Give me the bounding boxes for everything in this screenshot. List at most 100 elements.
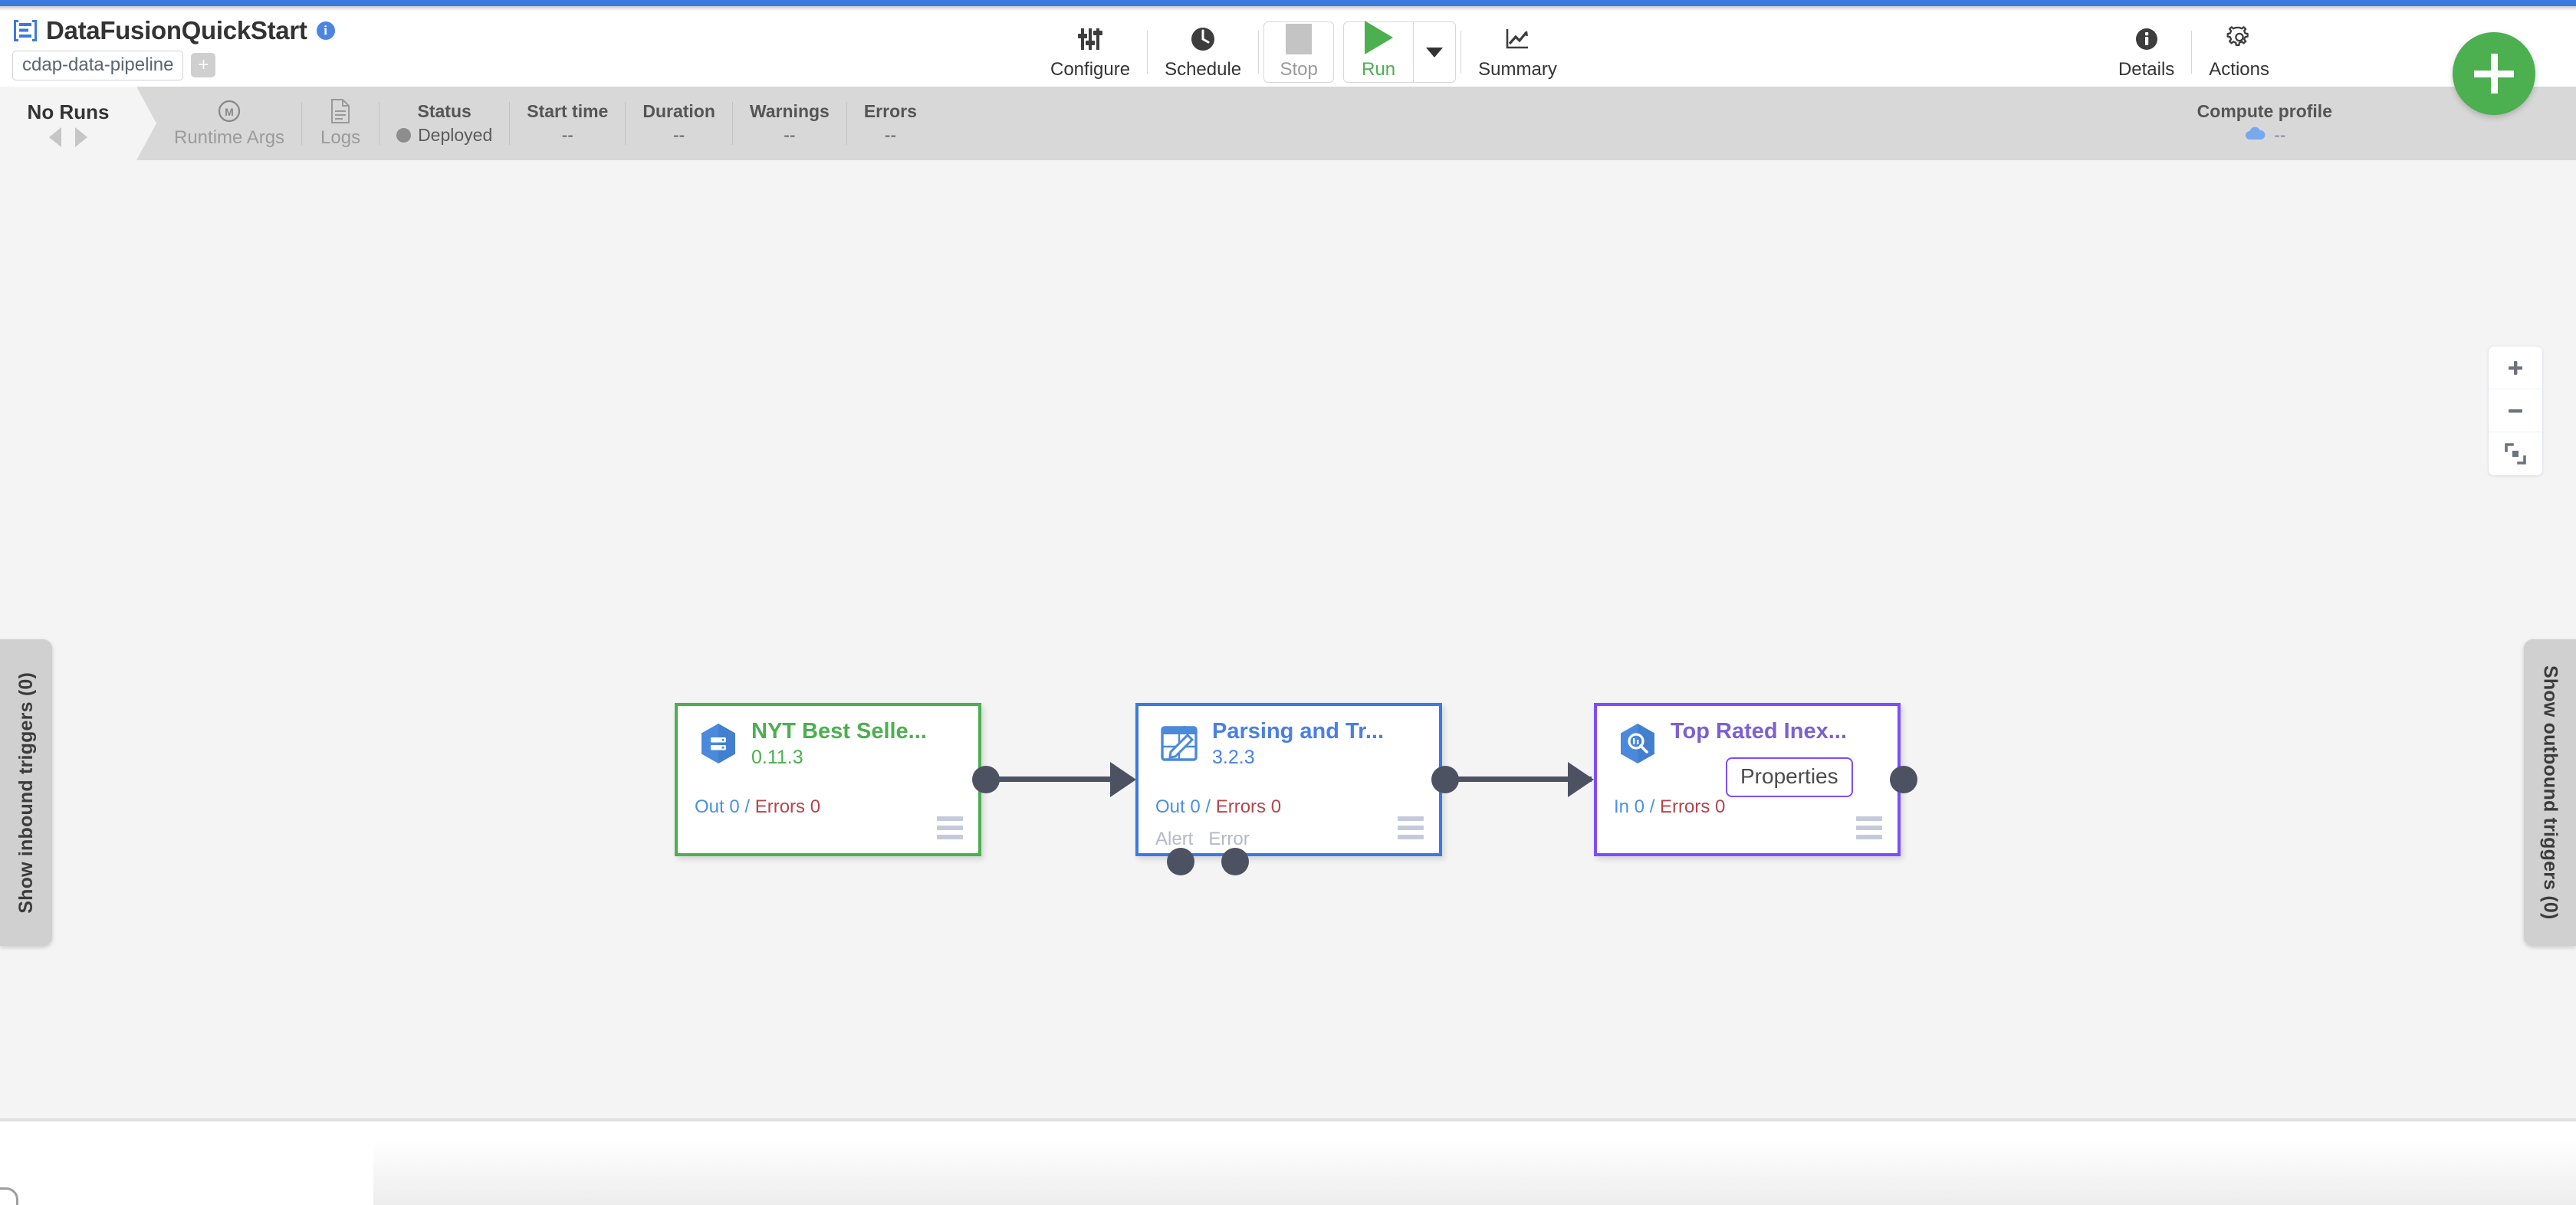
status-divider (301, 102, 303, 145)
status-badge: Deployed (396, 125, 492, 146)
macro-m-icon: M (216, 98, 242, 124)
bottom-left-corner-marker (0, 1187, 18, 1205)
arrow-right-icon[interactable] (75, 126, 87, 147)
start-time-value: -- (561, 125, 573, 145)
node-metrics-separator: / (744, 796, 751, 817)
add-tag-button[interactable]: + (191, 53, 216, 78)
node-records-error: Errors 0 (1215, 796, 1282, 817)
outbound-triggers-tab[interactable]: Show outbound triggers (0) (2524, 639, 2576, 946)
wrangler-transform-icon (1155, 720, 1203, 767)
pipeline-node-source[interactable]: NYT Best Selle... 0.11.3 Out 0 / Errors … (675, 703, 981, 856)
node-version: 3.2.3 (1212, 747, 1255, 769)
inbound-triggers-tab[interactable]: Show inbound triggers (0) (0, 639, 52, 946)
runtime-args-button[interactable]: M Runtime Args (157, 87, 301, 160)
edge-arrow-2-icon (1568, 762, 1594, 797)
node-name: NYT Best Selle... (751, 719, 927, 744)
errors-value: -- (884, 125, 897, 145)
zoom-in-icon (2509, 360, 2522, 375)
configure-button[interactable]: Configure (1033, 12, 1147, 92)
start-time-label: Start time (527, 101, 609, 121)
node-name: Top Rated Inex... (1671, 719, 1847, 744)
status-divider (731, 102, 733, 145)
duration-value: -- (672, 125, 685, 145)
info-icon[interactable]: i (316, 21, 335, 40)
node-output-port-sink[interactable] (1890, 766, 1917, 793)
compute-profile-value-group: -- (2243, 125, 2285, 146)
gear-icon (2224, 24, 2255, 54)
pipeline-toolbar: Configure Schedule Stop (1033, 12, 1574, 92)
status-metric-start-time: Start time -- (510, 87, 625, 160)
node-metrics: In 0 / Errors 0 (1614, 796, 1725, 818)
outbound-triggers-label: Show outbound triggers (0) (2539, 665, 2561, 920)
clock-icon (1188, 24, 1218, 54)
status-metrics-group: M Runtime Args Logs (157, 87, 934, 160)
run-label: Run (1362, 59, 1396, 80)
status-value: Deployed (418, 125, 493, 145)
artifact-type-chip[interactable]: cdap-data-pipeline (12, 51, 184, 80)
arrow-left-icon[interactable] (49, 126, 61, 147)
chart-line-icon (1502, 24, 1533, 54)
node-port-alert-label: Alert (1155, 829, 1194, 849)
status-divider (379, 102, 380, 145)
pipeline-node-sink[interactable]: Top Rated Inex... Properties In 0 / Erro… (1594, 703, 1901, 856)
bottom-drawer-card[interactable] (373, 1140, 2576, 1205)
chevron-down-icon (1426, 47, 1444, 57)
status-divider (625, 102, 626, 145)
toolbar-divider (2191, 31, 2193, 74)
status-metric-duration: Duration -- (626, 87, 732, 160)
status-metric-warnings: Warnings -- (733, 87, 846, 160)
node-metrics: Out 0 / Errors 0 (1155, 796, 1281, 818)
zoom-in-button[interactable] (2489, 346, 2542, 389)
node-metrics-separator: / (1649, 796, 1655, 817)
status-metric-errors: Errors -- (847, 87, 934, 160)
pipeline-node-transform[interactable]: Parsing and Tr... 3.2.3 Out 0 / Errors 0… (1135, 703, 1442, 856)
toolbar-divider (1460, 31, 1462, 74)
status-dot-icon (396, 128, 412, 143)
no-runs-label: No Runs (27, 100, 110, 123)
warnings-label: Warnings (749, 101, 830, 121)
node-alert-port-transform[interactable] (1167, 848, 1194, 875)
node-port-labels: Alert Error (1155, 829, 1250, 850)
node-menu-button[interactable] (1398, 816, 1424, 839)
details-label: Details (2118, 59, 2175, 80)
compute-profile-item[interactable]: Compute profile -- (2197, 87, 2332, 160)
node-records-error: Errors 0 (754, 796, 821, 817)
play-triangle-icon (1364, 21, 1393, 54)
run-button[interactable]: Run (1344, 21, 1413, 82)
run-button-box: Run (1343, 21, 1457, 83)
add-entity-fab-button[interactable] (2453, 32, 2535, 115)
summary-button[interactable]: Summary (1461, 12, 1574, 92)
logs-button[interactable]: Logs (302, 87, 379, 160)
logs-label: Logs (320, 127, 361, 148)
status-divider (846, 102, 847, 145)
app-header: DataFusionQuickStart i cdap-data-pipelin… (0, 6, 2576, 87)
status-metric-label: Status (417, 101, 472, 121)
node-error-port-transform[interactable] (1221, 848, 1249, 875)
actions-button[interactable]: Actions (2192, 12, 2286, 92)
details-button[interactable]: Details (2101, 12, 2191, 92)
pipeline-toolbar-right: Details Actions (2101, 12, 2286, 92)
zoom-out-button[interactable] (2489, 389, 2542, 432)
node-properties-tooltip[interactable]: Properties (1726, 757, 1853, 797)
schedule-label: Schedule (1165, 59, 1242, 80)
fit-to-screen-icon (2505, 443, 2526, 465)
node-menu-button[interactable] (937, 816, 963, 839)
sliders-icon (1075, 24, 1106, 54)
node-output-port-source[interactable] (972, 766, 1000, 793)
node-output-port-transform[interactable] (1431, 766, 1459, 793)
run-status-bar: No Runs M Runtime Args (0, 87, 2576, 160)
fit-to-screen-button[interactable] (2489, 432, 2542, 475)
toolbar-divider (1258, 31, 1260, 74)
toolbar-divider (1147, 31, 1148, 74)
stop-button[interactable]: Stop (1264, 22, 1333, 82)
errors-label: Errors (863, 101, 917, 121)
run-options-button[interactable] (1413, 22, 1455, 82)
configure-label: Configure (1050, 59, 1131, 80)
bigquery-source-icon (695, 720, 742, 767)
schedule-button[interactable]: Schedule (1148, 12, 1258, 92)
node-port-error-label: Error (1208, 829, 1250, 849)
pipeline-canvas[interactable]: NYT Best Selle... 0.11.3 Out 0 / Errors … (0, 160, 2576, 1121)
node-menu-button[interactable] (1856, 816, 1882, 839)
document-icon (329, 98, 352, 124)
status-metric-status: Status Deployed (380, 87, 509, 160)
